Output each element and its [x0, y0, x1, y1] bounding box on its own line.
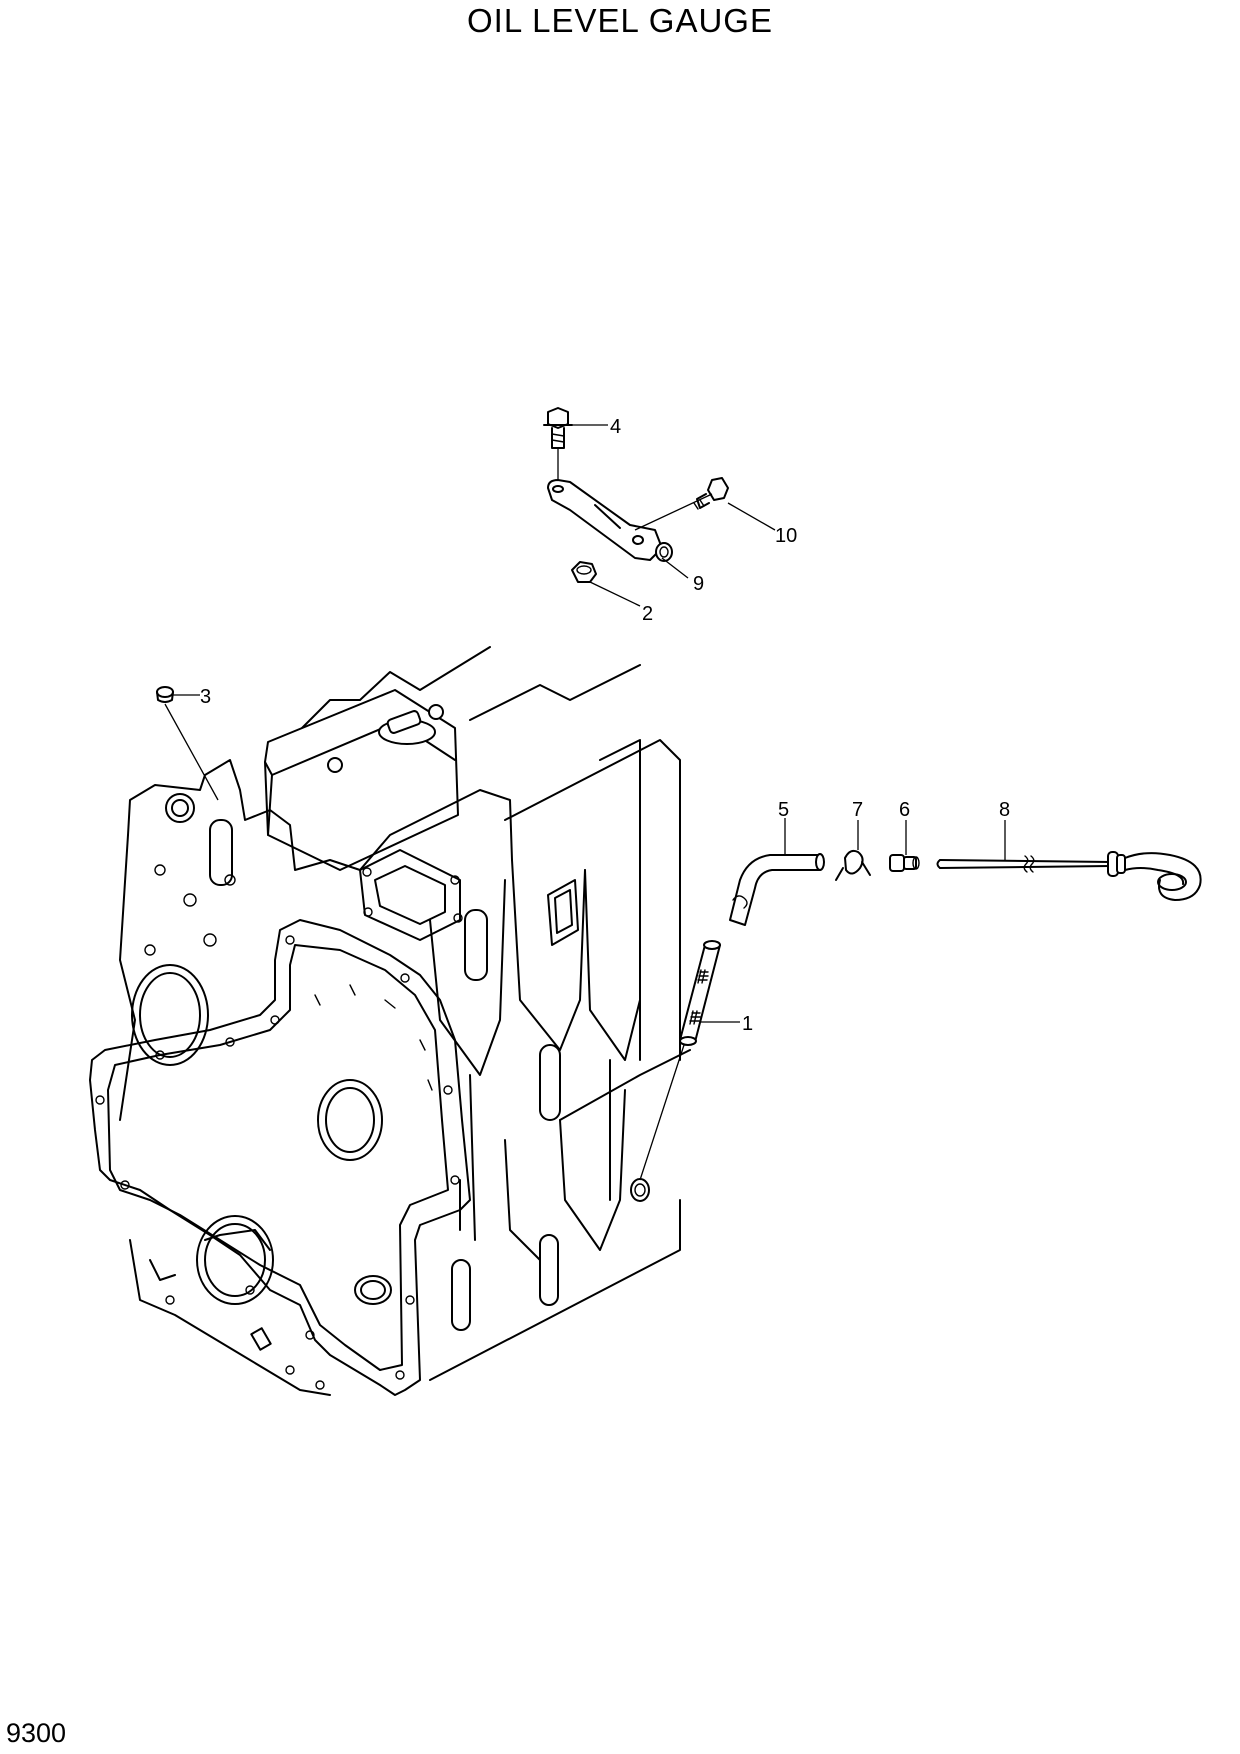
callout-5: 5: [778, 799, 789, 821]
callout-2: 2: [642, 603, 653, 625]
plug-part: [156, 686, 174, 703]
bolt-part-right: [693, 477, 729, 510]
tube-part: [729, 853, 825, 926]
callout-3: 3: [200, 686, 211, 708]
nut-part: [571, 561, 597, 583]
callout-6: 6: [899, 799, 910, 821]
leader-lines: [164, 424, 1006, 1181]
callout-10: 10: [775, 525, 797, 547]
guide-tube-part: [679, 940, 721, 1046]
callout-7: 7: [852, 799, 863, 821]
bolt-part-top: [543, 407, 573, 449]
adapter-part: [889, 854, 920, 872]
page-title: OIL LEVEL GAUGE: [466, 2, 773, 39]
dipstick-part: [936, 851, 1202, 901]
engine-block-illustration: [89, 646, 691, 1396]
page-code: 9300: [6, 1718, 67, 1748]
clamp-part: [835, 849, 871, 881]
callout-1: 1: [742, 1013, 753, 1035]
callout-4: 4: [610, 416, 621, 438]
bracket-part: [547, 479, 673, 562]
callout-8: 8: [999, 799, 1010, 821]
callout-9: 9: [693, 573, 704, 595]
